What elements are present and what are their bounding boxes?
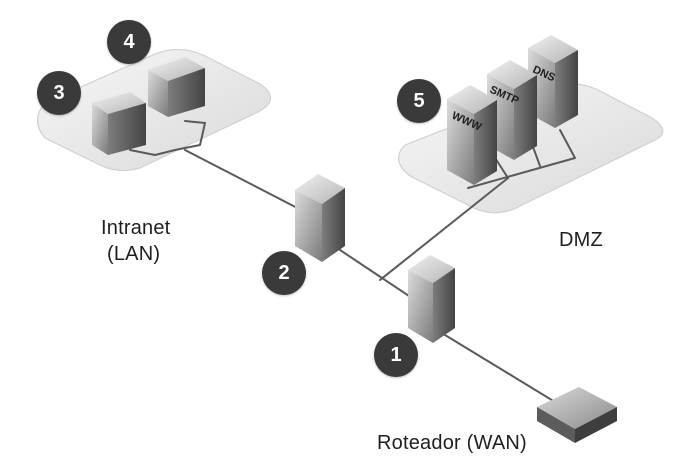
badge-3: 3 <box>37 71 81 115</box>
lan-cable <box>129 120 206 156</box>
badge-4: 4 <box>107 20 151 64</box>
intranet-label: Intranet <box>101 217 171 239</box>
router-device <box>537 387 617 443</box>
www-server: WWW <box>447 85 497 185</box>
smtp-server: SMTP <box>487 60 537 160</box>
intranet-server-3 <box>92 92 146 155</box>
dmz-label: DMZ <box>559 229 603 251</box>
firewall-server <box>295 174 345 262</box>
badge-5: 5 <box>397 79 441 123</box>
router-label: Roteador (WAN) <box>377 432 527 454</box>
lan-label: (LAN) <box>107 243 161 265</box>
badge-1: 1 <box>374 333 418 377</box>
gateway-server <box>408 255 455 343</box>
intranet-server-4 <box>148 57 205 117</box>
badge-2: 2 <box>262 251 306 295</box>
network-links <box>129 120 576 406</box>
lan-backbone <box>184 149 306 213</box>
router-link <box>444 334 561 406</box>
dmz-backbone <box>379 177 509 281</box>
firewall-link <box>339 249 413 299</box>
